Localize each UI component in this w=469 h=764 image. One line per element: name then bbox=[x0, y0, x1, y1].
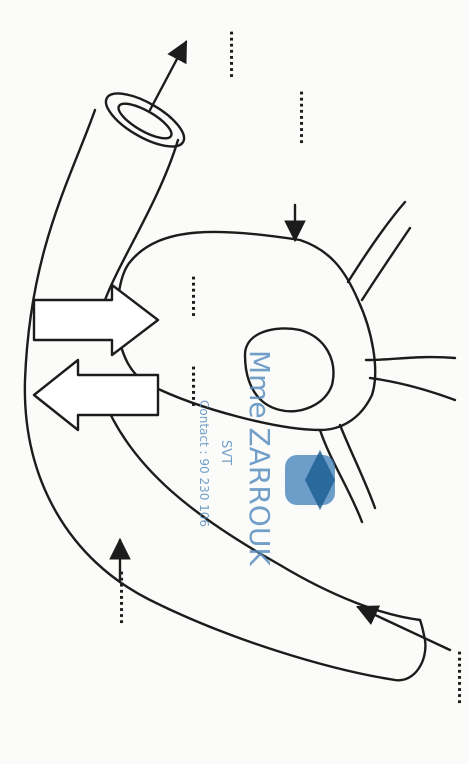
blank-top-right: ........ bbox=[226, 30, 245, 79]
blank-bottom-left: ......... bbox=[116, 570, 135, 625]
blank-mid-left: ....... bbox=[188, 275, 207, 318]
blank-upper-middle: ......... bbox=[296, 90, 315, 145]
blank-bottom-right: ......... bbox=[454, 650, 469, 705]
watermark-sub1: SVT bbox=[218, 440, 233, 465]
cell-extensions bbox=[320, 202, 455, 522]
watermark-name: Mme ZARROUK bbox=[243, 350, 276, 566]
watermark-logo bbox=[285, 450, 335, 510]
entry-arrow bbox=[358, 607, 450, 650]
vessel-opening bbox=[98, 83, 191, 156]
exit-arrow bbox=[150, 42, 186, 110]
watermark-contact: Contact : 90 230 106 bbox=[197, 400, 211, 527]
hollow-arrow-right bbox=[34, 285, 158, 355]
hollow-arrow-left bbox=[34, 360, 158, 430]
